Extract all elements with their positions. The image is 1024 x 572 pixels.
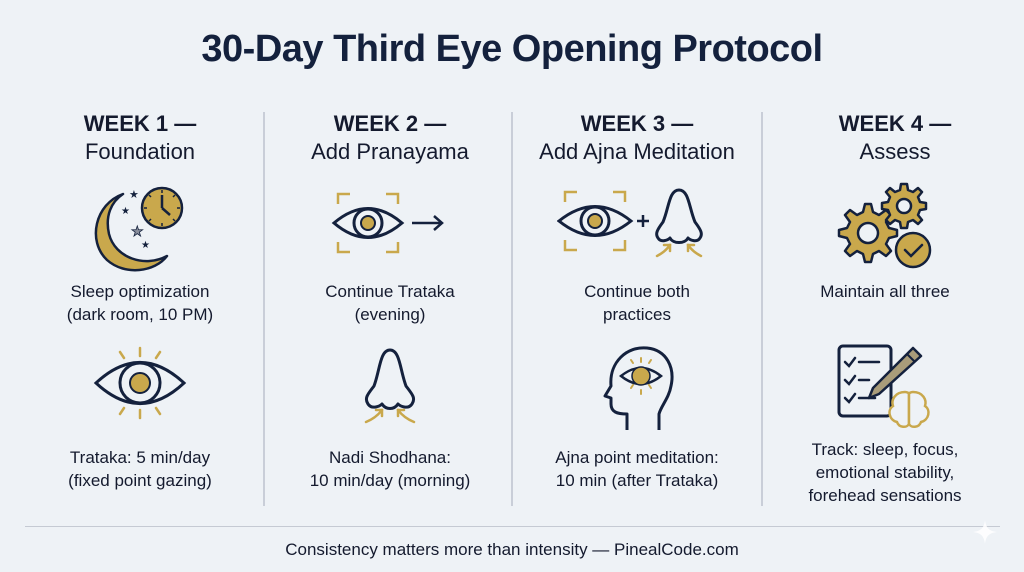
caption-line: 10 min/day (morning) xyxy=(309,471,471,490)
sparkle-icon xyxy=(973,520,997,544)
footer-tagline: Consistency matters more than intensity … xyxy=(285,540,739,559)
caption-line: (evening) xyxy=(354,305,426,324)
column-divider xyxy=(761,112,763,506)
week-2-item-1: Continue Trataka (evening) xyxy=(270,280,510,326)
week-4-item-1: Maintain all three xyxy=(758,280,1012,303)
caption-line: (fixed point gazing) xyxy=(68,471,212,490)
footer-divider xyxy=(25,526,1000,527)
svg-text:★: ★ xyxy=(131,223,144,239)
week-4-item-2: Track: sleep, focus, emotional stability… xyxy=(758,438,1012,507)
week-1-column: WEEK 1 — Foundation ★ ★ ★ ★ Sleep optimi… xyxy=(20,110,260,510)
week-2-header: WEEK 2 — Add Pranayama xyxy=(270,110,510,166)
radiant-eye-icon xyxy=(93,346,187,420)
week-2-theme: Add Pranayama xyxy=(311,139,469,164)
svg-text:★: ★ xyxy=(121,206,130,217)
caption-line: Track: sleep, focus, xyxy=(811,440,959,459)
week-2-item-2: Nadi Shodhana: 10 min/day (morning) xyxy=(270,446,510,492)
week-3-theme: Add Ajna Meditation xyxy=(539,139,735,164)
caption-line: forehead sensations xyxy=(808,486,962,505)
svg-text:★: ★ xyxy=(129,189,139,201)
column-divider xyxy=(263,112,265,506)
caption-line: Sleep optimization xyxy=(70,282,210,301)
week-2-column: WEEK 2 — Add Pranayama Continue Trataka … xyxy=(270,110,510,510)
caption-line: Continue Trataka xyxy=(325,282,455,301)
week-1-header: WEEK 1 — Foundation xyxy=(20,110,260,166)
week-4-column: WEEK 4 — Assess Maintain all three Track… xyxy=(770,110,1024,510)
week-3-item-1: Continue both practices xyxy=(516,280,758,326)
week-1-theme: Foundation xyxy=(84,139,196,164)
page-title: 30-Day Third Eye Opening Protocol xyxy=(201,28,823,70)
column-divider xyxy=(511,112,513,506)
week-3-header: WEEK 3 — Add Ajna Meditation xyxy=(516,110,758,166)
checklist-pencil-brain-icon xyxy=(837,344,930,428)
week-4-label: WEEK 4 — xyxy=(838,111,952,136)
week-4-theme: Assess xyxy=(859,139,931,164)
week-1-item-1: Sleep optimization (dark room, 10 PM) xyxy=(20,280,260,326)
week-4-header: WEEK 4 — Assess xyxy=(766,110,1024,166)
gears-check-icon xyxy=(837,182,932,269)
nose-breath-icon xyxy=(364,348,416,424)
moon-stars-clock-icon: ★ ★ ★ ★ xyxy=(94,186,184,272)
caption-line: emotional stability, xyxy=(815,463,955,482)
week-3-label: WEEK 3 — xyxy=(580,111,694,136)
caption-line: Maintain all three xyxy=(820,282,950,301)
caption-line: Ajna point meditation: xyxy=(555,448,719,467)
svg-text:★: ★ xyxy=(141,240,150,251)
caption-line: practices xyxy=(602,305,672,324)
caption-line: Nadi Shodhana: xyxy=(329,448,451,467)
framed-eye-arrow-icon xyxy=(331,192,444,254)
caption-line: 10 min (after Trataka) xyxy=(555,471,719,490)
head-third-eye-icon xyxy=(603,346,674,430)
week-1-label: WEEK 1 — xyxy=(83,111,197,136)
week-3-column: WEEK 3 — Add Ajna Meditation Continue bo… xyxy=(516,110,758,510)
week-3-item-2: Ajna point meditation: 10 min (after Tra… xyxy=(516,446,758,492)
week-1-item-2: Trataka: 5 min/day (fixed point gazing) xyxy=(20,446,260,492)
caption-line: Continue both xyxy=(584,282,690,301)
caption-line: (dark room, 10 PM) xyxy=(66,305,214,324)
week-2-label: WEEK 2 — xyxy=(333,111,447,136)
caption-line: Trataka: 5 min/day xyxy=(69,448,211,467)
eye-plus-nose-icon xyxy=(557,188,703,258)
